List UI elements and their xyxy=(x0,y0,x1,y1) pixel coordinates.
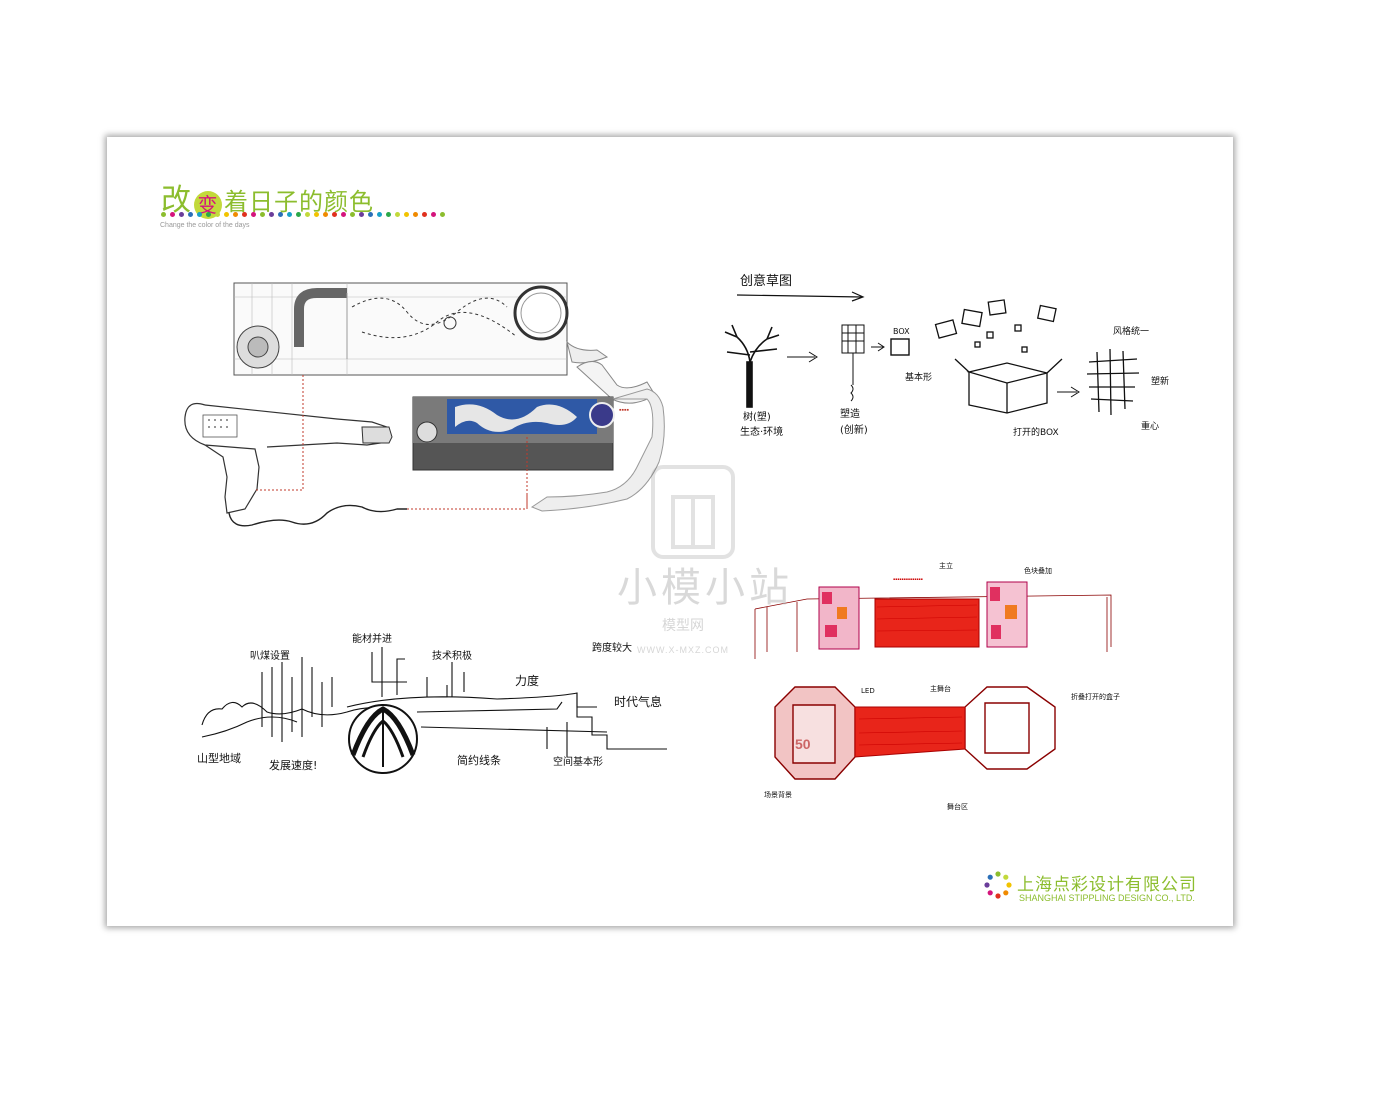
brand-dot xyxy=(287,212,292,217)
brand-dot xyxy=(440,212,445,217)
watermark-subtext: 模型网 xyxy=(662,617,704,633)
elev-label-3: LED xyxy=(861,687,875,695)
concept-sketch: 创意草图 树(塑) 生态·环境 塑造 (创新) BOX xyxy=(724,273,1169,438)
elev-label-2: 色块叠加 xyxy=(1024,566,1052,575)
brand-dot xyxy=(332,212,337,217)
arch-icon xyxy=(348,704,418,774)
elev-label-4: 主舞台 xyxy=(930,684,951,693)
watermark-url: WWW.X-MXZ.COM xyxy=(637,645,729,655)
svg-text:50: 50 xyxy=(795,736,811,752)
line-label-4: 跨度较大 xyxy=(592,641,632,654)
brand-dot xyxy=(314,212,319,217)
brand-dot xyxy=(188,212,193,217)
line-label-9: 简约线条 xyxy=(457,753,501,767)
brand-dot xyxy=(404,212,409,217)
tree-label: 树(塑) xyxy=(743,410,771,423)
elev-label-7: 舞台区 xyxy=(947,802,968,811)
brand-dot xyxy=(422,212,427,217)
brand-subtitle: Change the color of the days xyxy=(160,222,250,229)
brand-dot xyxy=(161,212,166,217)
elev-label-5: 折叠打开的盒子 xyxy=(1071,692,1120,701)
brand-dot xyxy=(251,212,256,217)
watermark-text: 小模小站 xyxy=(617,566,793,610)
sketch-canvas: ▪▪▪▪ 创意草图 树(塑) 生态·环境 塑造 xyxy=(184,273,1169,811)
grid-form-icon xyxy=(1086,348,1140,416)
company-name-en: SHANGHAI STIPPLING DESIGN CO., LTD. xyxy=(1019,893,1195,903)
new-form-label: 塑新 xyxy=(1151,375,1169,387)
hair-dryer-drawing xyxy=(184,375,528,527)
box-label: BOX xyxy=(893,327,910,336)
company-name-cn: 上海点彩设计有限公司 xyxy=(1017,875,1197,894)
company-logo-icon xyxy=(984,871,1012,899)
line-sketch: 叭煤设置 能材并进 技术积极 跨度较大 力度 时代气息 山型地域 发展速度! 简… xyxy=(197,632,667,774)
brand-dot xyxy=(197,212,202,217)
brand-dot xyxy=(431,212,436,217)
box-icon xyxy=(890,338,910,356)
shape-label: 塑造 xyxy=(840,407,860,420)
line-label-1: 叭煤设置 xyxy=(250,649,290,662)
brand-dot xyxy=(395,212,400,217)
brand-dot xyxy=(341,212,346,217)
brand-dot xyxy=(296,212,301,217)
svg-text:▪▪▪▪▪▪▪▪▪▪▪▪▪▪: ▪▪▪▪▪▪▪▪▪▪▪▪▪▪ xyxy=(893,577,923,583)
brand-dot xyxy=(206,212,211,217)
line-label-8: 发展速度! xyxy=(269,758,317,772)
shape-sublabel: (创新) xyxy=(840,423,868,436)
brand-dot xyxy=(242,212,247,217)
line-label-7: 山型地域 xyxy=(197,751,241,765)
brand-title-rest: 着日子的颜色 xyxy=(224,188,374,216)
brand-title: 改变着日子的颜色 xyxy=(161,175,374,219)
presentation-sheet: 改变着日子的颜色 Change the color of the days xyxy=(107,137,1233,926)
brand-dot xyxy=(305,212,310,217)
center-label: 重心 xyxy=(1141,420,1159,432)
brand-dot xyxy=(233,212,238,217)
brand-dot xyxy=(170,212,175,217)
brand-dot xyxy=(413,212,418,217)
tree-sublabel: 生态·环境 xyxy=(740,425,783,438)
floor-plan-drawing xyxy=(233,282,656,404)
concept-heading: 创意草图 xyxy=(740,273,792,289)
elevation-sketch: 主立 色块叠加 ▪▪▪▪▪▪▪▪▪▪▪▪▪▪ LED 主舞台 折叠打开的盒子 xyxy=(754,561,1120,811)
brand-dot xyxy=(350,212,355,217)
brand-dot xyxy=(179,212,184,217)
elev-label-6: 场景背景 xyxy=(764,790,792,799)
brand-dot xyxy=(278,212,283,217)
line-label-5: 力度 xyxy=(515,673,539,688)
sculpture-icon xyxy=(841,324,865,402)
brand-dot xyxy=(368,212,373,217)
brand-dot xyxy=(224,212,229,217)
brand-dot xyxy=(269,212,274,217)
brand-dot xyxy=(377,212,382,217)
open-box-icon xyxy=(934,299,1063,414)
rendered-plan-image: ▪▪▪▪ xyxy=(412,388,665,512)
open-box-label: 打开的BOX xyxy=(1013,426,1059,438)
line-label-3: 技术积极 xyxy=(432,649,472,662)
brand-color-dots xyxy=(161,212,445,217)
brand-dot xyxy=(323,212,328,217)
svg-text:▪▪▪▪: ▪▪▪▪ xyxy=(619,407,629,414)
line-label-10: 空间基本形 xyxy=(553,755,603,768)
brand-dot xyxy=(260,212,265,217)
tree-icon xyxy=(724,324,780,408)
line-label-2: 能材并进 xyxy=(352,632,392,645)
brand-dot xyxy=(359,212,364,217)
line-label-6: 时代气息 xyxy=(614,694,662,709)
brand-dot xyxy=(215,212,220,217)
brand-dot xyxy=(386,212,391,217)
brand-title-first: 改 xyxy=(161,183,192,218)
style-unify-label: 风格统一 xyxy=(1113,325,1149,337)
elev-label-1: 主立 xyxy=(939,561,953,570)
basic-form-label: 基本形 xyxy=(905,371,932,383)
